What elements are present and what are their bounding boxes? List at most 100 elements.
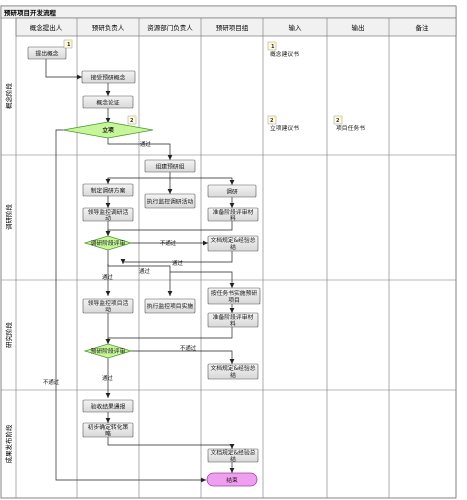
label-pass-review1-c: 通过 — [102, 273, 113, 281]
text-task-implementation-2: 项目 — [228, 297, 240, 304]
box-conversion-strategy — [82, 422, 134, 438]
box-doc-summary3 — [207, 448, 259, 463]
text-doc-summary3-1: 文档规定&经验总 — [210, 449, 255, 457]
end-node — [206, 472, 258, 487]
edge-split2-tasks — [170, 271, 235, 288]
svg-text:2: 2 — [130, 118, 134, 124]
svg-text:1: 1 — [67, 42, 71, 48]
text-lead-monitor-survey-1: 领导监控调研活 — [88, 208, 129, 216]
text-prepare-review2-1: 准备阶段评审材 — [213, 313, 254, 321]
diagram-title: 预研项目开发流程 — [4, 8, 57, 17]
phase-labels: 概念阶段 调研阶段 研究阶段 成果发布阶段 — [4, 83, 13, 464]
doc-label-concept-proposal: 概念建议书 — [270, 50, 299, 58]
label-pass-review2: 通过 — [102, 374, 113, 382]
phase-label-survey: 调研阶段 — [4, 204, 13, 231]
doc-icon-input-concept: 1 — [267, 41, 277, 51]
text-doc-summary1-1: 文档规定&经验总 — [210, 236, 255, 244]
box-accept-concept — [81, 70, 136, 84]
text-approve: 立项 — [102, 126, 114, 134]
box-lead-monitor-project — [82, 298, 134, 314]
col-header-research-lead: 预研负责人 — [92, 23, 125, 32]
phase-label-release: 成果发布阶段 — [4, 424, 13, 464]
text-prepare-review2-2: 料 — [230, 320, 236, 328]
edge-propose-accept — [45, 59, 82, 80]
process-boxes — [27, 46, 261, 463]
decision-review1 — [83, 235, 133, 251]
doc-label-approval-proposal: 立项建议书 — [270, 124, 299, 132]
col-header-resource-lead: 资源部门负责人 — [147, 23, 193, 32]
text-accept-concept: 接受预研概念 — [91, 74, 126, 82]
text-doc-summary3-2: 结 — [230, 455, 236, 463]
doc-icon-approval: 2 — [127, 115, 137, 125]
phase-label-research: 研究阶段 — [4, 322, 13, 349]
box-prepare-review1 — [207, 207, 259, 222]
text-form-team: 组建预研组 — [156, 163, 185, 171]
column-headers: 概念提出人 预研负责人 资源部门负责人 预研项目组 输入 输出 备注 — [30, 23, 429, 32]
edge-team-split-research — [170, 177, 235, 185]
edge-labels: 通过 不通过 通过 通过 通过 不通过 通过 不通过 — [43, 140, 197, 386]
text-doc-summary2-2: 结 — [230, 371, 236, 379]
box-monitor-survey — [144, 193, 196, 209]
text-acceptance-notice: 验收结果通报 — [91, 403, 126, 411]
svg-text:2: 2 — [270, 118, 274, 124]
doc-label-project-taskbook: 项目任务书 — [336, 124, 365, 132]
edge-approve-team — [107, 138, 173, 160]
text-review2: 预研阶段评审 — [91, 347, 126, 355]
text-prepare-review1-2: 料 — [230, 214, 236, 222]
col-header-output: 输出 — [352, 23, 365, 32]
box-make-plan — [82, 183, 134, 197]
svg-text:2: 2 — [336, 118, 340, 124]
box-acceptance-notice — [82, 399, 134, 413]
text-lead-monitor-survey-2: 动 — [105, 215, 111, 222]
label-pass-review1-b: 通过 — [139, 267, 150, 275]
doc-icon-concept-proposer: 1 — [63, 39, 73, 49]
col-header-project-team: 预研项目组 — [216, 23, 249, 32]
text-end: 结束 — [226, 476, 238, 484]
box-doc-summary1 — [207, 235, 259, 252]
label-pass-approve: 通过 — [140, 140, 151, 148]
col-header-concept-proposer: 概念提出人 — [30, 23, 63, 32]
col-header-remarks: 备注 — [416, 23, 430, 32]
outer-frame — [0, 5, 457, 499]
text-survey: 调研 — [226, 188, 238, 196]
text-prepare-review1-1: 准备阶段评审材 — [213, 208, 254, 216]
col-header-input: 输入 — [289, 23, 303, 32]
box-task-implementation — [207, 287, 261, 305]
document-labels: 概念建议书 立项建议书 项目任务书 — [270, 50, 365, 132]
decision-shapes — [62, 121, 154, 359]
text-propose-concept: 提出概念 — [35, 50, 58, 58]
text-task-implementation-1: 按任务书实施预研 — [211, 289, 258, 297]
label-pass-review1-a: 通过 — [172, 259, 183, 267]
document-icons: 1 2 1 2 2 — [63, 39, 343, 125]
doc-icon-input-approval: 2 — [267, 115, 277, 125]
text-doc-summary1-2: 结 — [230, 243, 236, 251]
edge-review2-fail — [131, 350, 235, 364]
box-propose-concept — [27, 46, 67, 60]
text-conversion-strategy-2: 略 — [105, 430, 111, 438]
box-doc-summary2 — [207, 363, 259, 380]
text-review1: 调研阶段评审 — [91, 239, 126, 247]
decision-review2 — [83, 343, 133, 359]
label-fail-approve: 不通过 — [43, 378, 60, 386]
node-texts: 提出概念 接受预研概念 概念论证 立项 组建预研组 制定调研方案 执行监控调研活… — [35, 50, 257, 485]
doc-icon-output-taskbook: 2 — [333, 115, 343, 125]
box-prepare-review2 — [207, 312, 259, 328]
edge-doc1-loop — [120, 251, 233, 264]
connectors — [45, 59, 235, 483]
box-exec-monitor-project — [144, 298, 196, 314]
text-make-plan: 制定调研方案 — [91, 187, 126, 195]
text-doc-summary2-1: 文档规定&经验总 — [210, 364, 255, 372]
text-concept-demo: 概念论证 — [96, 99, 119, 107]
box-form-team — [144, 159, 196, 173]
column-dividers — [15, 18, 390, 498]
box-concept-demo — [82, 95, 134, 109]
text-monitor-survey: 执行监控调研活动 — [147, 198, 194, 206]
text-lead-monitor-project-2: 动 — [105, 307, 111, 314]
decision-approve — [62, 121, 154, 139]
box-survey — [207, 184, 257, 198]
text-exec-monitor-project: 执行监控项目实施 — [147, 302, 194, 310]
edge-approve-fail — [55, 129, 206, 483]
title-bar — [0, 5, 457, 19]
phase-dividers — [1, 154, 456, 391]
